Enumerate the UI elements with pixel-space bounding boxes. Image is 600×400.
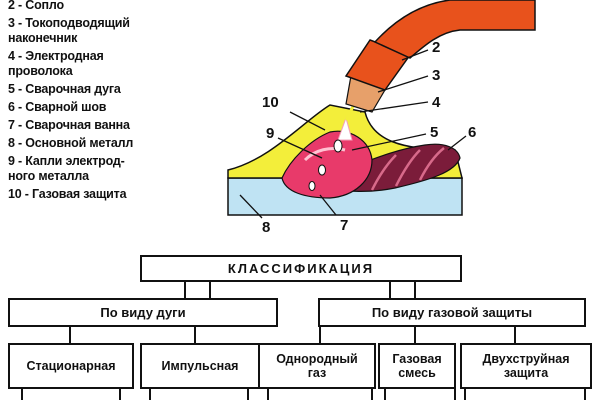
metal-droplets [308, 139, 343, 191]
leaf-dual-jet: Двухструйная защита [460, 343, 592, 389]
legend-item-electrode-wire: 4 - Электродная проволока [8, 49, 104, 78]
legend-item-contact-tip: 3 - Токоподводящий наконечник [8, 16, 130, 45]
welding-arc [337, 116, 353, 141]
legend-item-welding-arc: 5 - Сварочная дуга [8, 82, 121, 96]
legend-item-weld-pool: 7 - Сварочная ванна [8, 118, 130, 132]
callout-leaders [239, 49, 467, 219]
weld-pool [281, 130, 373, 199]
callout-4: 4 [432, 94, 441, 111]
leaf-homogeneous-gas: Однородный газ [258, 343, 376, 389]
callout-10: 10 [262, 94, 279, 111]
welding-torch-diagram: 2 3 4 5 6 7 8 9 10 [227, 0, 536, 236]
callout-labels: 2 3 4 5 6 7 8 9 10 [262, 39, 476, 236]
callout-5: 5 [430, 124, 438, 141]
torch-body [373, 0, 536, 59]
leaf-stationary: Стационарная [8, 343, 134, 389]
legend-item-nozzle: 2 - Сопло [8, 0, 64, 12]
callout-9: 9 [266, 125, 274, 142]
leaf-pulsed: Импульсная [140, 343, 260, 389]
group-arc-type: По виду дуги [8, 298, 278, 327]
legend-item-gas-shield: 10 - Газовая защита [8, 187, 127, 201]
callout-3: 3 [432, 67, 440, 84]
callout-6: 6 [468, 124, 476, 141]
callout-8: 8 [262, 219, 270, 236]
callout-2: 2 [432, 39, 440, 56]
legend-item-metal-droplets: 9 - Капли электрод- ного металла [8, 154, 125, 183]
legend-item-weld-seam: 6 - Сварной шов [8, 100, 107, 114]
legend: 2 - Сопло 3 - Токоподводящий наконечник … [8, 0, 186, 205]
legend-item-base-metal: 8 - Основной металл [8, 136, 134, 150]
leaf-gas-mixture: Газовая смесь [378, 343, 456, 389]
callout-7: 7 [340, 217, 348, 234]
classification-title: КЛАССИФИКАЦИЯ [140, 255, 462, 282]
group-gas-shield-type: По виду газовой защиты [318, 298, 586, 327]
